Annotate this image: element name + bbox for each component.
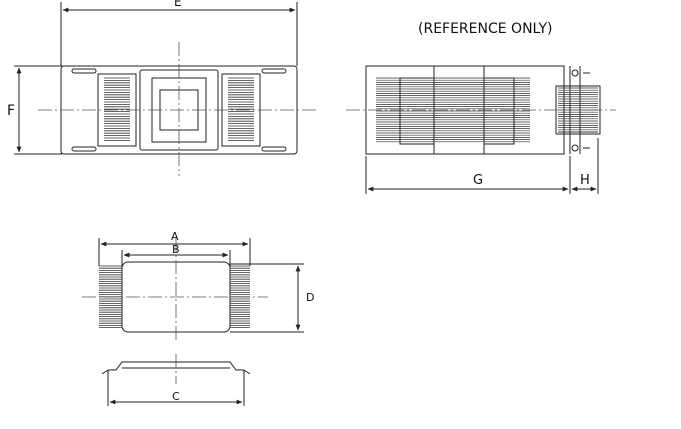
dim-a-label: A xyxy=(171,230,179,243)
dim-b-label: B xyxy=(172,243,180,256)
package-centerlines xyxy=(82,238,268,342)
dim-c-label: C xyxy=(172,390,180,403)
reference-only-note: (REFERENCE ONLY) xyxy=(418,21,553,37)
package-top-view xyxy=(98,238,304,333)
package-leads xyxy=(99,265,250,329)
dim-h-label: H xyxy=(580,173,590,188)
dim-e-label: E xyxy=(174,0,182,9)
socket-top-contacts xyxy=(104,77,254,141)
dim-d-label: D xyxy=(306,291,314,304)
dim-g-label: G xyxy=(473,173,483,188)
socket-side-fins xyxy=(376,77,598,143)
dim-f-label: F xyxy=(7,103,15,119)
socket-top-centerlines xyxy=(38,42,318,176)
socket-top-view xyxy=(14,2,298,155)
